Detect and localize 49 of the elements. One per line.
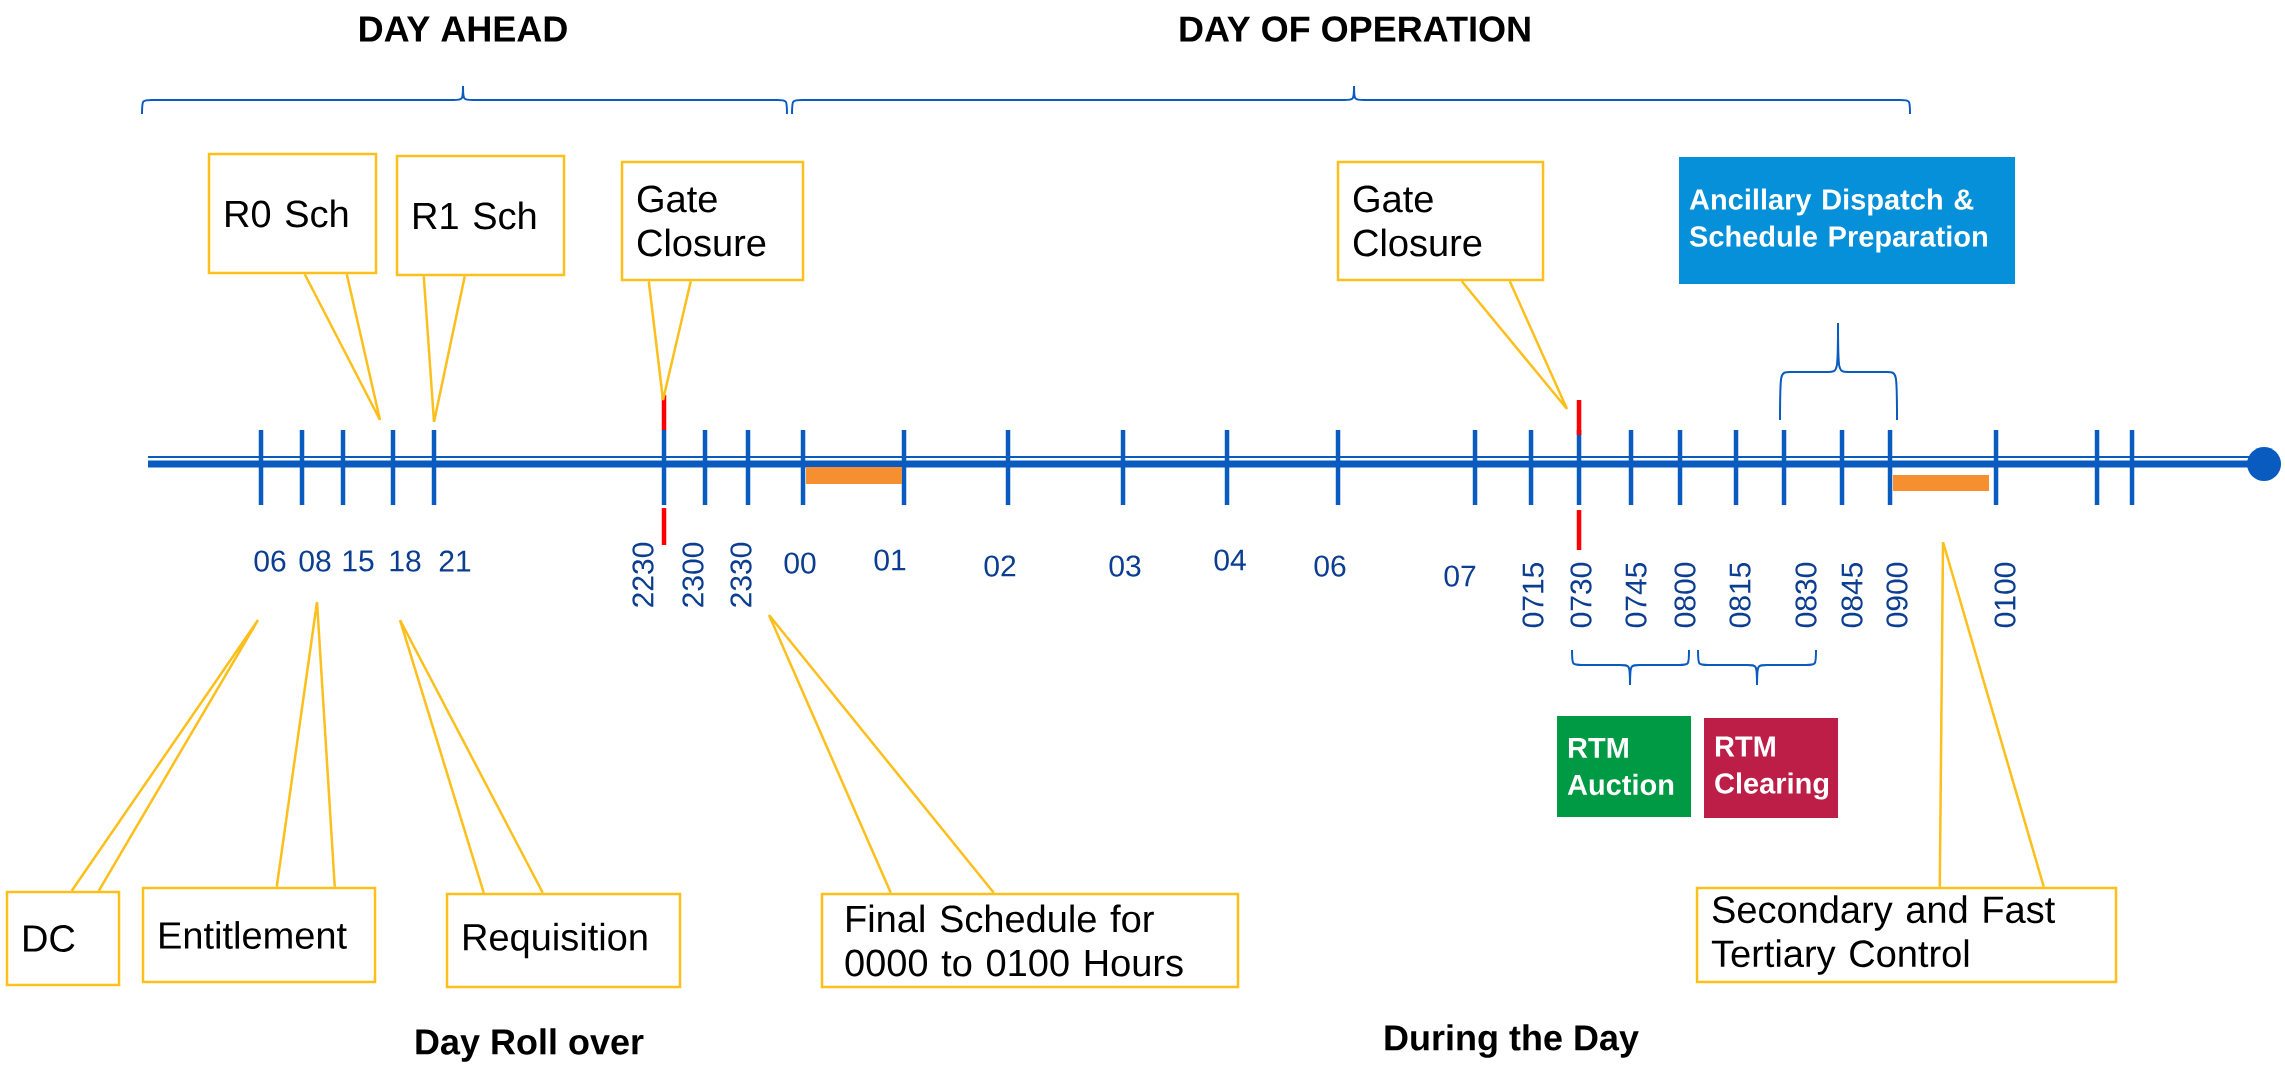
- leader-line: [1938, 540, 2046, 888]
- leader-line: [422, 275, 466, 424]
- time-label: 06: [254, 550, 286, 572]
- time-label: 07: [1444, 565, 1476, 587]
- time-label: 0730: [1570, 562, 1592, 628]
- leader-line: [70, 618, 260, 892]
- callout-box: Gate Closure: [620, 160, 805, 282]
- section-heading: During the Day: [1385, 1024, 1639, 1058]
- leader-line: [303, 273, 382, 422]
- process-box: Ancillary Dispatch & Schedule Preparation: [1679, 157, 2015, 284]
- time-label: 00: [784, 552, 816, 574]
- leader-line: [1460, 280, 1569, 411]
- callout-box: Gate Closure: [1336, 160, 1545, 282]
- time-label: 08: [299, 550, 331, 572]
- time-label: 0845: [1841, 562, 1863, 628]
- process-box: RTM Clearing: [1704, 718, 1838, 818]
- time-label: 21: [439, 550, 471, 572]
- time-label: 0900: [1886, 562, 1908, 628]
- section-heading: DAY AHEAD: [360, 16, 567, 42]
- callout-box: Entitlement: [141, 886, 377, 984]
- leader-line: [647, 280, 692, 402]
- callout-box: Secondary and Fast Tertiary Control: [1695, 886, 2118, 984]
- callout-box: R0 Sch: [207, 152, 378, 275]
- time-label: 02: [984, 555, 1016, 577]
- section-heading: Day Roll over: [416, 1028, 644, 1062]
- time-label: 0830: [1795, 562, 1817, 628]
- leader-line: [767, 613, 995, 894]
- callout-box: Requisition: [445, 892, 682, 989]
- section-heading: DAY OF OPERATION: [1180, 16, 1530, 42]
- time-label: 0100: [1994, 562, 2016, 628]
- time-label: 2330: [730, 542, 752, 607]
- time-label: 03: [1109, 555, 1141, 577]
- callout-box: Final Schedule for 0000 to 0100 Hours: [820, 892, 1240, 989]
- time-label: 0745: [1625, 562, 1647, 628]
- time-label: 2300: [682, 542, 704, 607]
- time-label: 0815: [1729, 562, 1751, 628]
- time-label: 01: [874, 549, 906, 571]
- time-label: 18: [390, 550, 421, 572]
- time-label: 15: [343, 550, 374, 572]
- time-label: 04: [1214, 549, 1246, 571]
- time-label: 06: [1314, 555, 1346, 577]
- time-label: 2230: [632, 542, 654, 607]
- process-box: RTM Auction: [1557, 716, 1691, 817]
- time-label: 0715: [1522, 562, 1544, 628]
- callout-box: R1 Sch: [395, 154, 566, 277]
- callout-box: DC: [5, 890, 121, 987]
- leader-line: [275, 600, 336, 888]
- time-label: 0800: [1674, 562, 1696, 628]
- leader-line: [398, 618, 544, 894]
